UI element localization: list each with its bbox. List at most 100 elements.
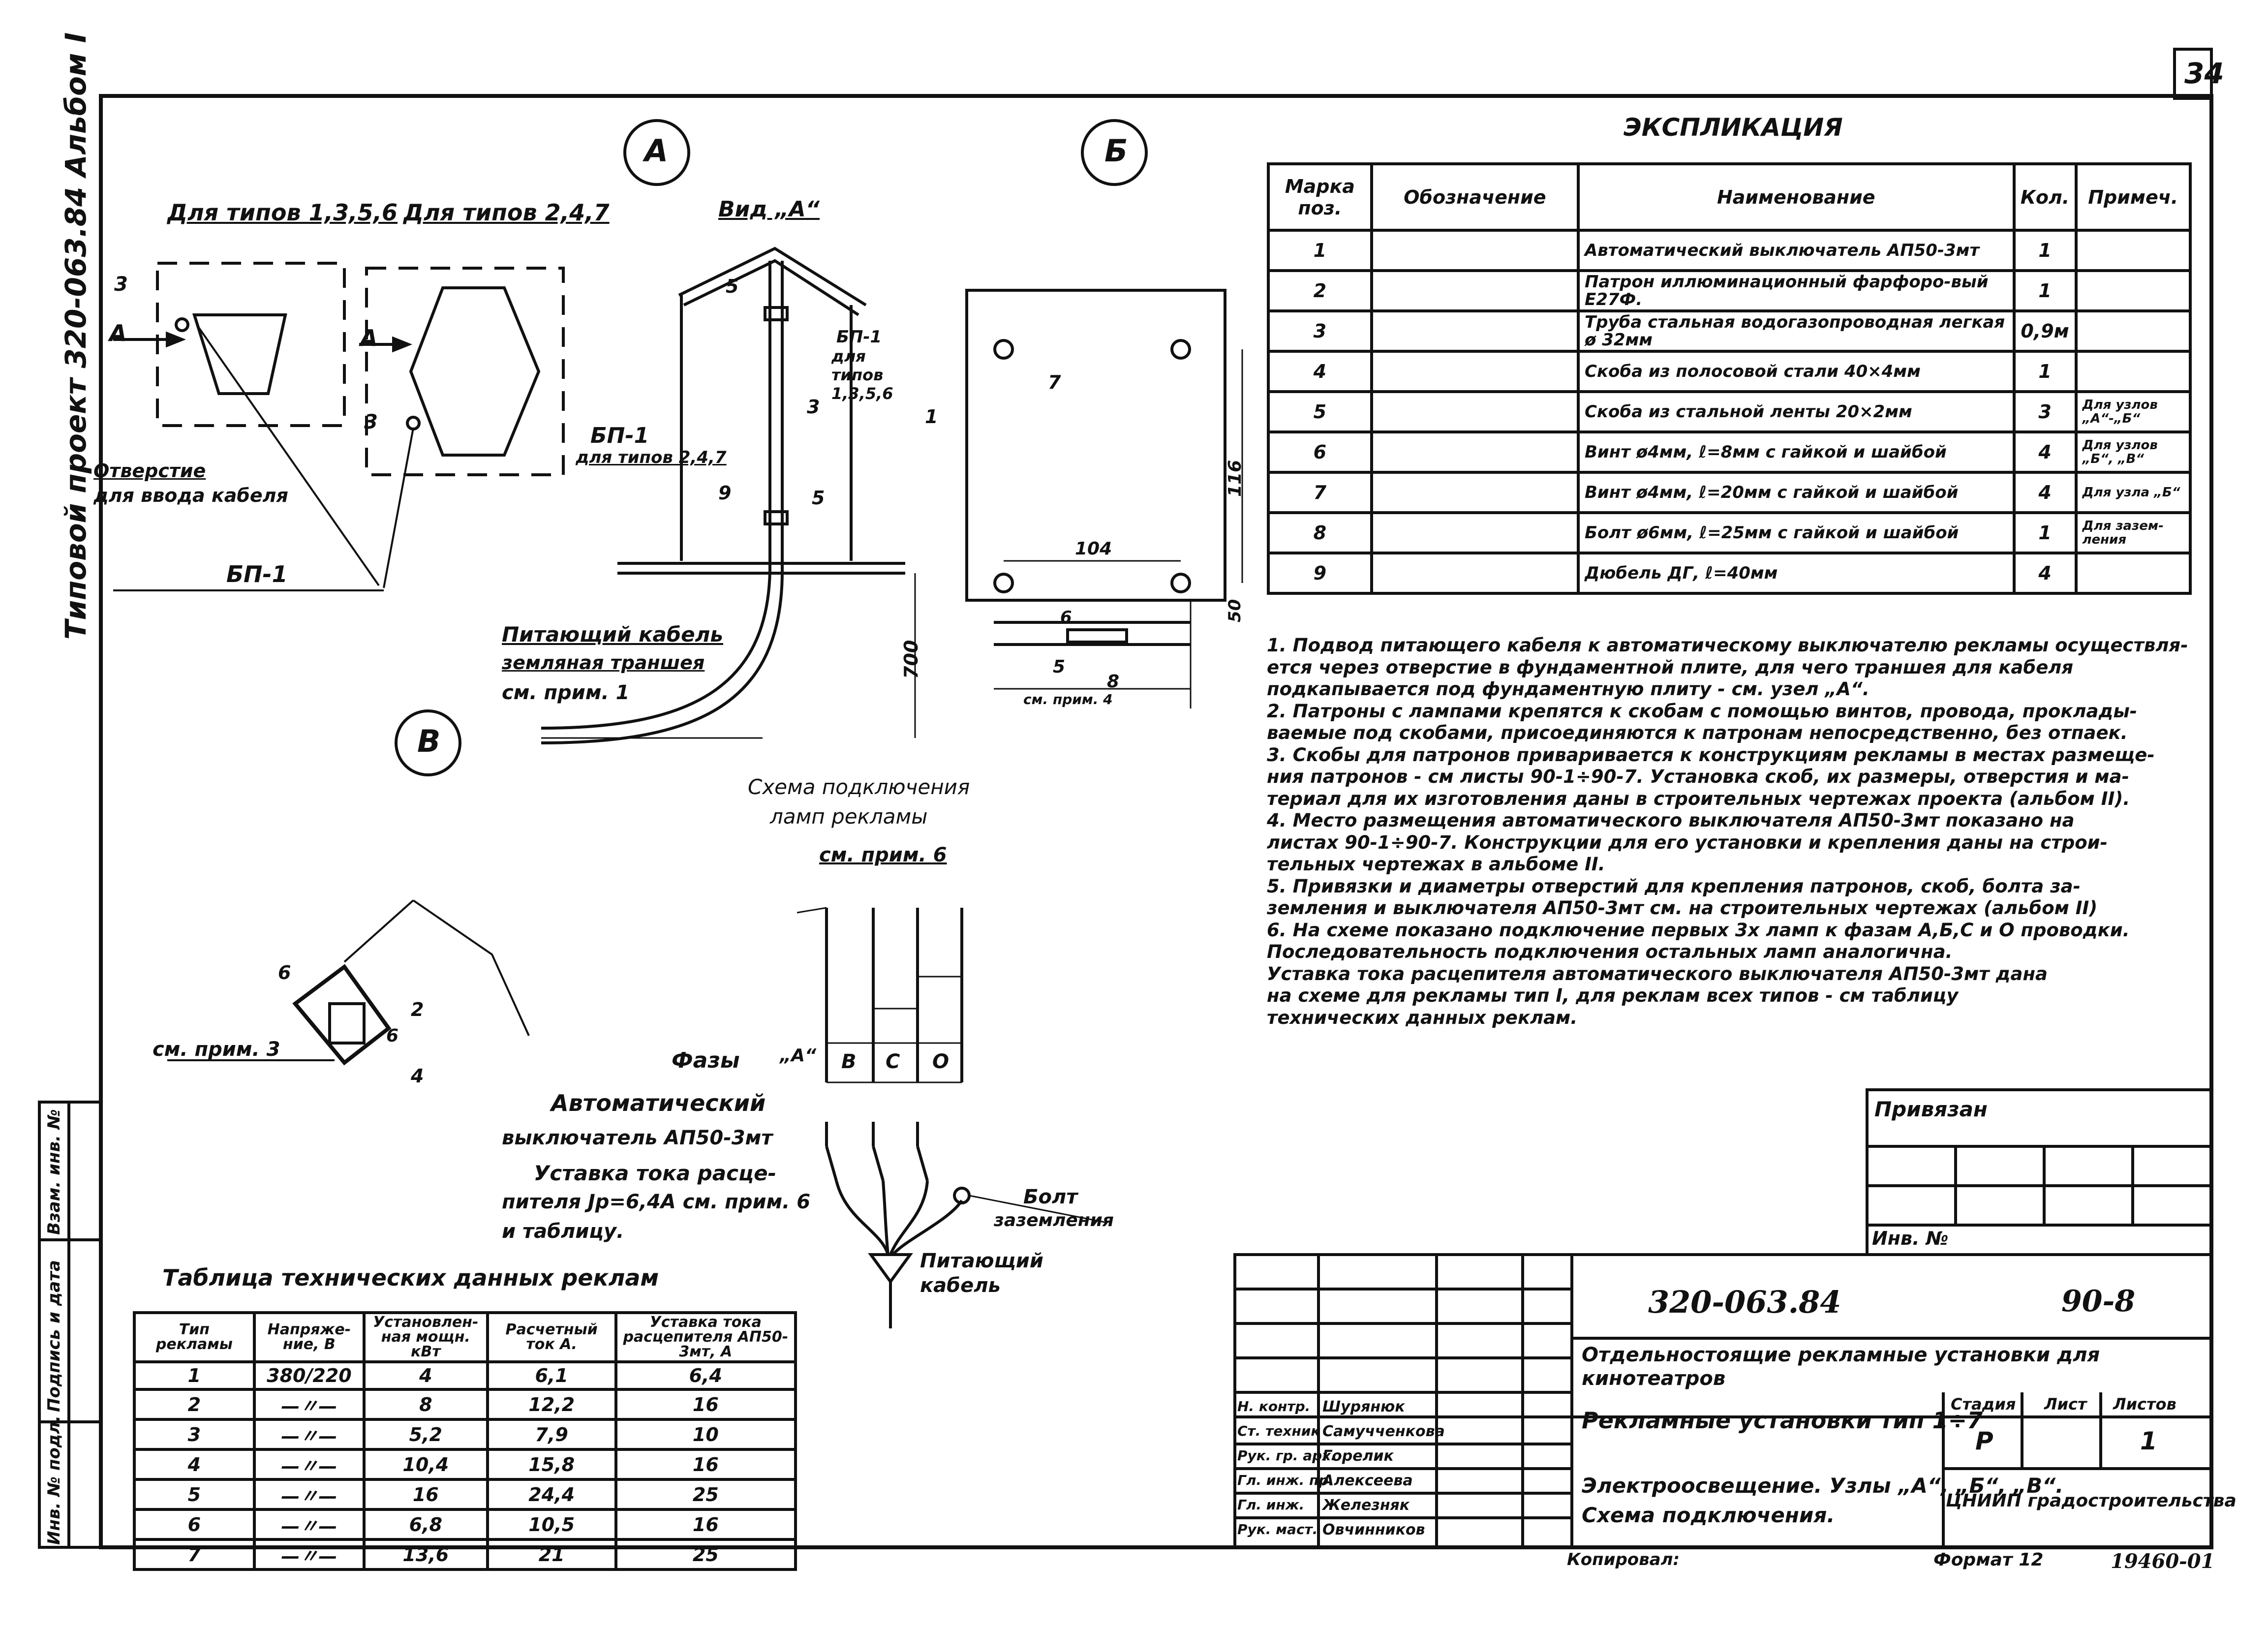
expl-cell-name: Дюбель ДГ, ℓ=40мм bbox=[1576, 552, 2016, 595]
bp1-label: БП-1 bbox=[226, 561, 288, 587]
expl-cell-qty: 0,9м bbox=[2012, 309, 2078, 353]
tech-header-type: Тип рекламы bbox=[133, 1311, 256, 1363]
scheme-title-2: ламп рекламы bbox=[770, 804, 928, 829]
tech-cell: 25 bbox=[614, 1538, 797, 1571]
tech-cell: —〃— bbox=[252, 1538, 366, 1571]
expl-cell-note bbox=[2074, 229, 2192, 272]
breaker-line-3: Уставка тока расце- bbox=[534, 1161, 777, 1185]
expl-cell-pos: 9 bbox=[1267, 552, 1373, 595]
expl-cell-name: Автоматический выключатель АП50-3мт bbox=[1576, 229, 2016, 272]
expl-cell-qty: 1 bbox=[2012, 511, 2078, 554]
scheme-title-1: Схема подключения bbox=[748, 775, 970, 799]
expl-cell-name: Труба стальная водогазопроводная легкая … bbox=[1576, 309, 2016, 353]
expl-cell-pos: 5 bbox=[1267, 390, 1373, 433]
doc-number: 19460-01 bbox=[2111, 1550, 2215, 1573]
expl-cell-name: Болт ø6мм, ℓ=25мм с гайкой и шайбой bbox=[1576, 511, 2016, 554]
tech-cell: 13,6 bbox=[362, 1538, 489, 1571]
types-1356: Для типов 1,3,5,6 bbox=[167, 199, 398, 226]
expl-cell-designation bbox=[1370, 430, 1580, 474]
expl-cell-name: Винт ø4мм, ℓ=8мм с гайкой и шайбой bbox=[1576, 430, 2016, 474]
expl-cell-note bbox=[2074, 552, 2192, 595]
stage-value: Р bbox=[1975, 1427, 1993, 1455]
expl-cell-pos: 2 bbox=[1267, 269, 1373, 312]
phases-label: Фазы bbox=[672, 1048, 740, 1073]
tech-cell: 7,9 bbox=[486, 1418, 617, 1451]
expl-cell-note bbox=[2074, 309, 2192, 353]
org-name: ЦНИИП градостроительства bbox=[1946, 1491, 2237, 1511]
staff-role: Гл. инж. пр. bbox=[1237, 1472, 1334, 1488]
note-line: на схеме для рекламы тип I, для реклам в… bbox=[1267, 985, 1959, 1006]
staff-name: Железняк bbox=[1322, 1497, 1410, 1514]
page-number: 34 bbox=[2184, 57, 2224, 90]
scheme-cable-2: кабель bbox=[920, 1274, 1001, 1297]
expl-cell-pos: 1 bbox=[1267, 229, 1373, 272]
tech-cell: —〃— bbox=[252, 1448, 366, 1481]
tech-cell: 6,1 bbox=[486, 1360, 617, 1391]
sheet-title: Рекламные установки тип 1÷7 bbox=[1582, 1407, 1983, 1434]
callout-4-v: 4 bbox=[411, 1065, 424, 1087]
tech-cell: 10 bbox=[614, 1418, 797, 1451]
tech-cell: 1 bbox=[133, 1360, 256, 1391]
expl-cell-name: Скоба из стальной ленты 20×2мм bbox=[1576, 390, 2016, 433]
expl-cell-note: Для узлов „Б“, „В“ bbox=[2074, 430, 2192, 474]
dim-700: 700 bbox=[900, 640, 922, 679]
breaker-line-5: и таблицу. bbox=[502, 1220, 624, 1243]
callout-8: 8 bbox=[1107, 672, 1120, 692]
note-line: 2. Патроны с лампами крепятся к скобам с… bbox=[1267, 700, 2138, 722]
expl-cell-qty: 1 bbox=[2012, 229, 2078, 272]
expl-cell-qty: 4 bbox=[2012, 430, 2078, 474]
bp1-mid-label: БП-1 bbox=[590, 423, 649, 448]
expl-cell-qty: 4 bbox=[2012, 471, 2078, 514]
phase-a: „А“ bbox=[780, 1045, 817, 1066]
bp1-type2-sketch bbox=[359, 267, 565, 476]
bp1-mid-types: для типов 2,4,7 bbox=[576, 448, 727, 467]
tech-cell: 16 bbox=[614, 1388, 797, 1421]
phase-o: О bbox=[932, 1050, 950, 1073]
tech-cell: 6,8 bbox=[362, 1508, 489, 1541]
sheet-label: Лист bbox=[2044, 1395, 2087, 1414]
tech-cell: 16 bbox=[614, 1448, 797, 1481]
view-a-label: Вид „А“ bbox=[718, 197, 820, 222]
arrow-a-mid: А bbox=[360, 325, 378, 351]
sheet-subtitle-1: Электроосвещение. Узлы „А“, „Б“, „В“. bbox=[1582, 1474, 2064, 1498]
tech-cell: 6,4 bbox=[614, 1360, 797, 1391]
note-line: Уставка тока расцепителя автоматического… bbox=[1267, 963, 2048, 984]
staff-name: Шурянюк bbox=[1322, 1398, 1405, 1415]
privyazan-inv: Инв. № bbox=[1872, 1228, 1949, 1249]
expl-cell-pos: 8 bbox=[1267, 511, 1373, 554]
bp1-right-label: БП-1 bbox=[836, 327, 882, 347]
expl-header-pos: Марка поз. bbox=[1267, 162, 1373, 232]
node-b-circle bbox=[1081, 119, 1148, 186]
breaker-line-4: пителя Jр=6,4А см. прим. 6 bbox=[502, 1191, 811, 1213]
dim-50: 50 bbox=[1225, 599, 1245, 622]
callout-5-b: 5 bbox=[1053, 657, 1066, 677]
tech-cell: 10,5 bbox=[486, 1508, 617, 1541]
tech-cell: —〃— bbox=[252, 1388, 366, 1421]
tech-header-voltage: Напряже-ние, В bbox=[252, 1311, 366, 1363]
copied-label: Копировал: bbox=[1567, 1550, 1680, 1569]
note-line: ния патронов - см листы 90-1÷90-7. Устан… bbox=[1267, 766, 2129, 787]
staff-name: Самучченкова bbox=[1322, 1423, 1445, 1440]
tech-header-current: Расчетный ток А. bbox=[486, 1311, 617, 1363]
note-line: 4. Место размещения автоматического выкл… bbox=[1267, 810, 2075, 831]
expl-cell-designation bbox=[1370, 390, 1580, 433]
strip-inv-podl: Инв. № подл. bbox=[44, 1415, 64, 1545]
note-line: 5. Привязки и диаметры отверстий для кре… bbox=[1267, 875, 2081, 897]
staff-role: Гл. инж. bbox=[1237, 1497, 1305, 1513]
tech-cell: 2 bbox=[133, 1388, 256, 1421]
privyazan-label: Привязан bbox=[1874, 1097, 1988, 1121]
side-note: Типовой проект 320-063.84 Альбом I bbox=[59, 32, 92, 640]
strip-zam-inv: Взам. инв. № bbox=[44, 1109, 64, 1235]
